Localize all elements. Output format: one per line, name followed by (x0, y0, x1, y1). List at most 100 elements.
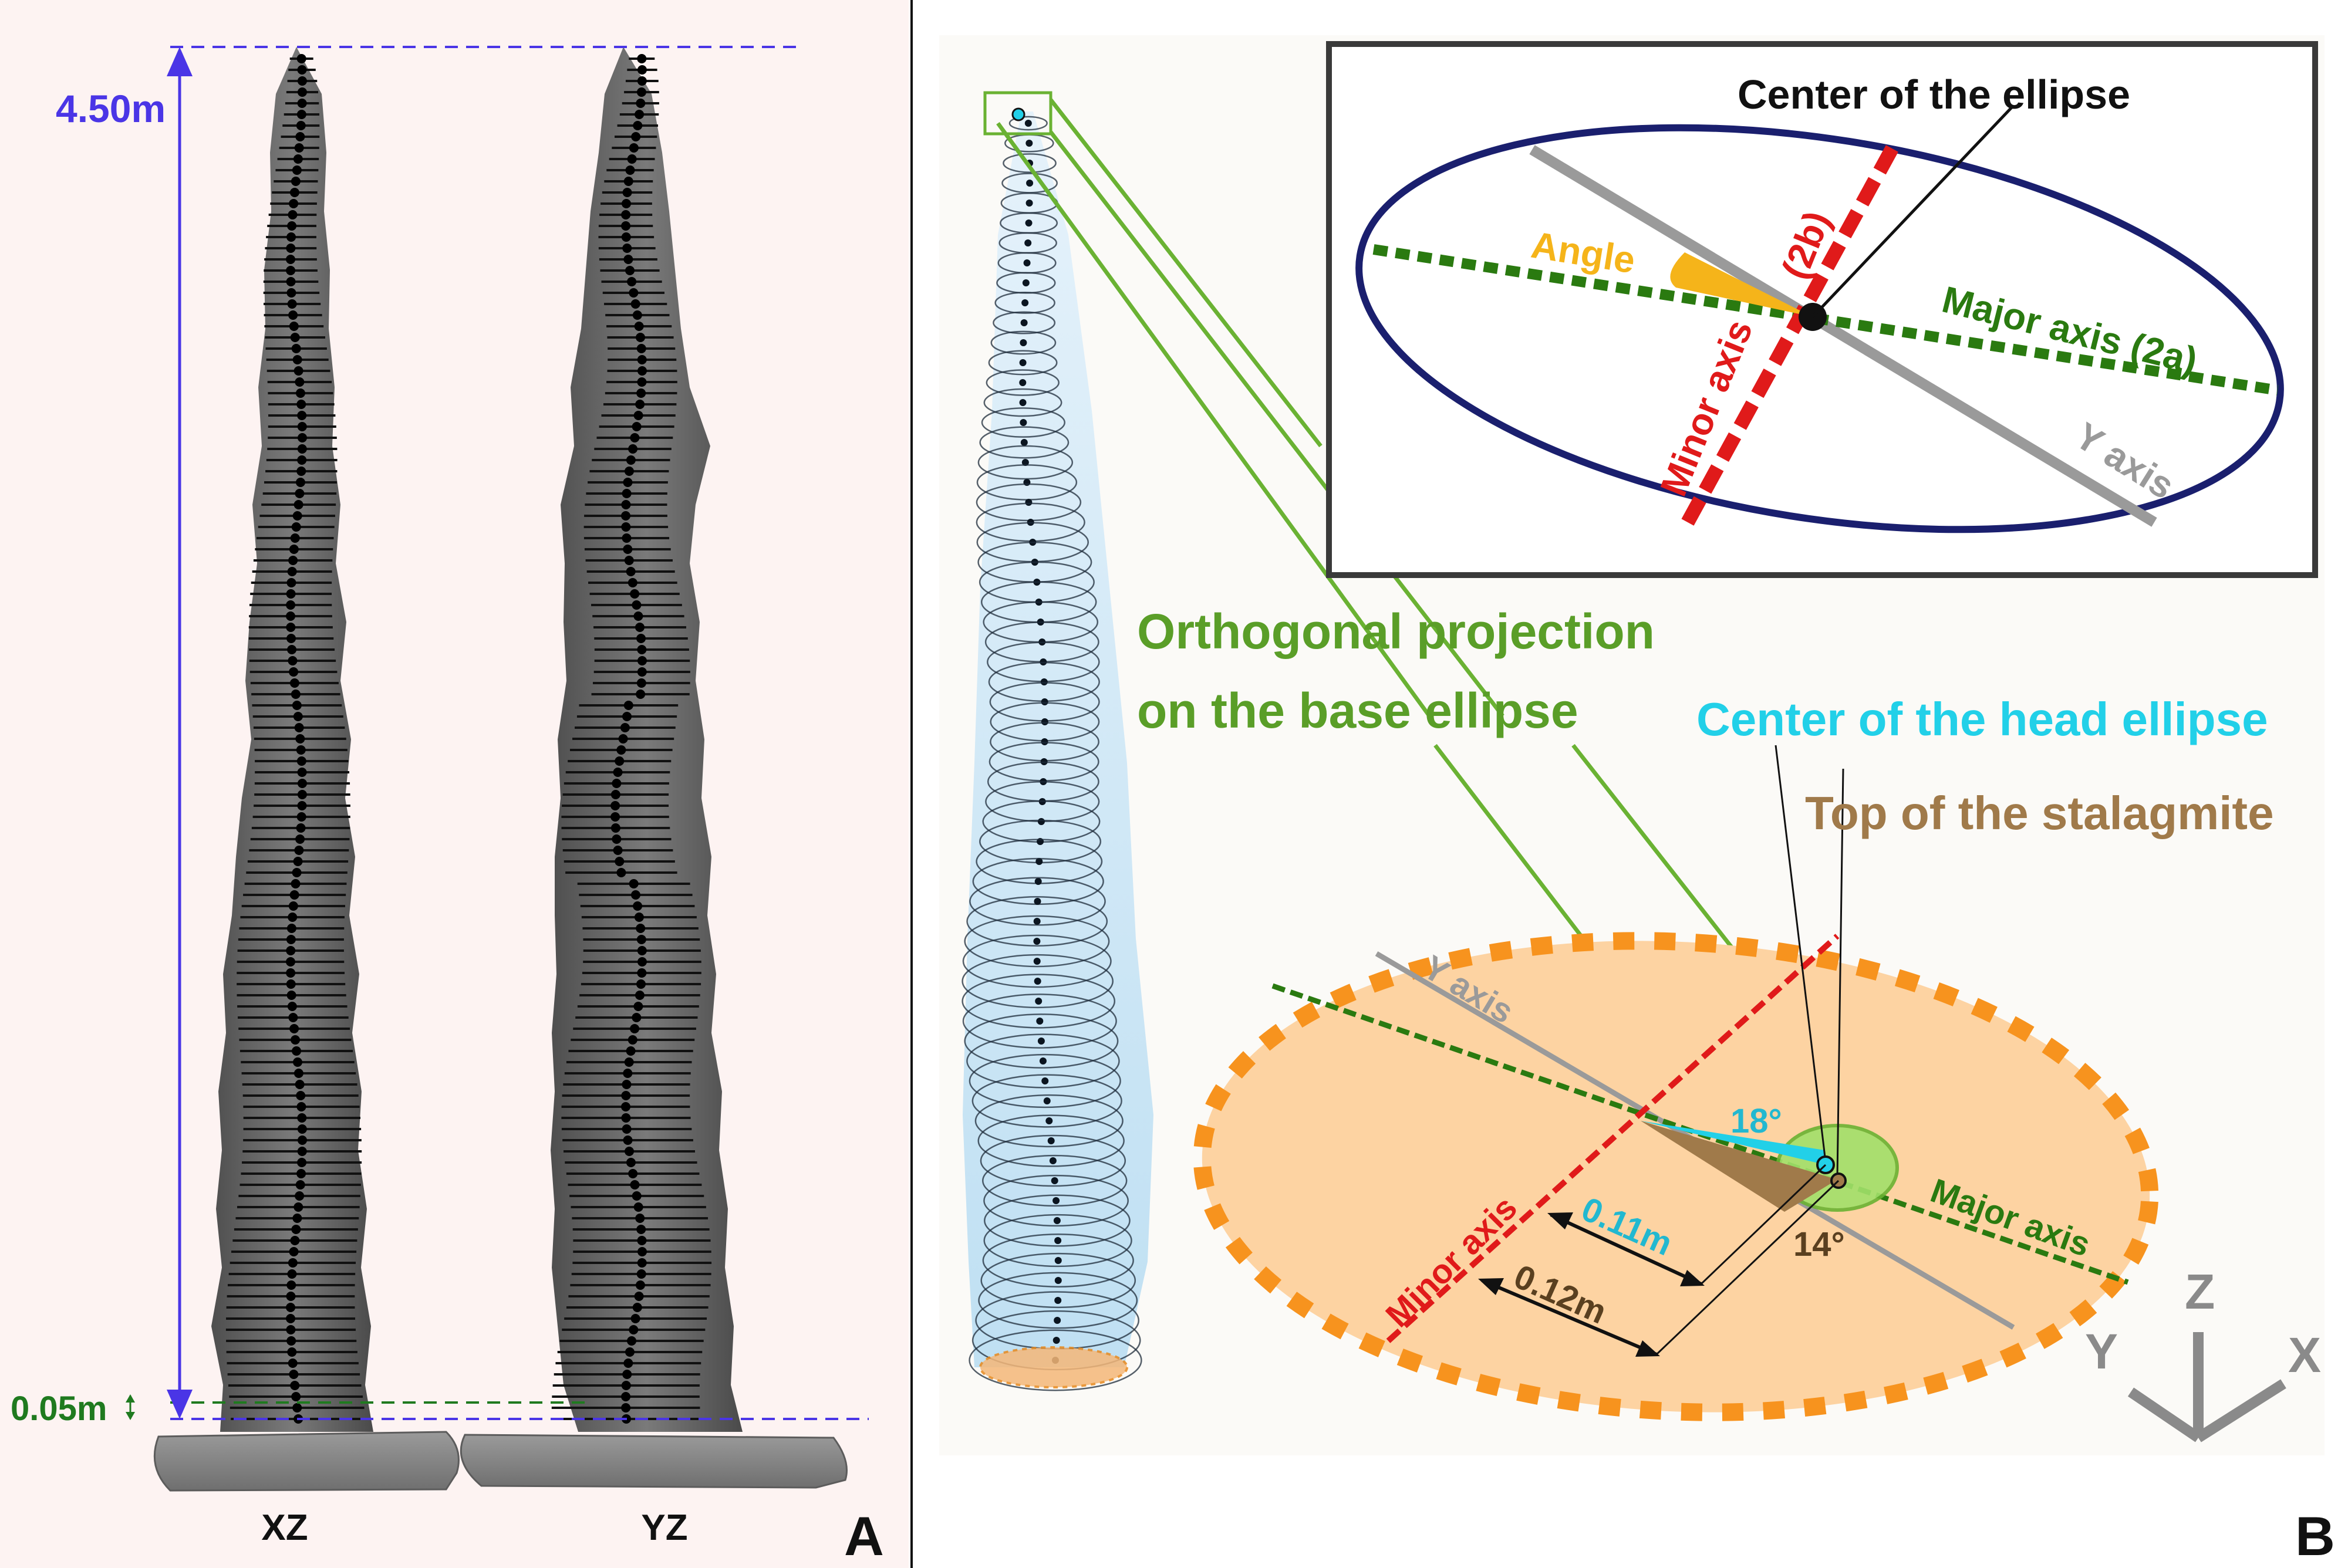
slice-ellipse (983, 1174, 1129, 1227)
slice-ellipse (964, 915, 1110, 968)
angle-14-label: 14° (1793, 1225, 1845, 1263)
slice-ellipse (962, 954, 1114, 1009)
slice-ellipse (978, 1272, 1138, 1329)
centerline-dot (637, 667, 647, 677)
centerline-dot (635, 1280, 645, 1290)
centerline-dot (636, 634, 646, 643)
top-of-stalagmite-label: Top of the stalagmite (1805, 787, 2274, 839)
centerline-dot (291, 1225, 301, 1234)
slice-center-dot (1054, 1237, 1062, 1244)
slice-center-dot (1020, 439, 1028, 446)
centerline-dot (291, 1392, 301, 1401)
centerline-dot (621, 221, 631, 231)
centerline-dot (294, 1202, 303, 1212)
stalagmite-xz-base (153, 1431, 460, 1492)
centerline-dot (610, 801, 620, 810)
centerline-dot (635, 400, 645, 409)
panel-a-background (0, 0, 909, 1568)
slice-center-dot (1054, 1277, 1062, 1284)
centerline-dot (636, 979, 646, 989)
centerline-dot (295, 377, 305, 387)
centerline-dot (623, 1359, 633, 1368)
model-base-ellipse (979, 1346, 1128, 1388)
centerline-dot (289, 545, 299, 554)
centerline-dot (616, 745, 626, 755)
centerline-dot (292, 511, 302, 521)
centerline-dot (634, 1292, 644, 1301)
centerline-dot (290, 1381, 300, 1390)
centerline-dot (298, 433, 307, 442)
centerline-dot (293, 857, 303, 866)
slice-ellipse (982, 1233, 1134, 1288)
centerline-dot (287, 1002, 297, 1011)
centerline-dot (295, 489, 305, 498)
centerline-dot (288, 310, 298, 320)
slice-ellipse (983, 388, 1062, 417)
centerline-dot (288, 901, 298, 911)
slice-ellipse (979, 426, 1070, 459)
centerline-dot (286, 589, 296, 599)
centerline-dot (633, 1202, 643, 1212)
slice-center-dot (1034, 978, 1041, 985)
centerline-dot (296, 110, 306, 119)
slice-center-dot (1039, 1057, 1047, 1065)
centerline-dot (623, 701, 633, 710)
centerline-dot (297, 422, 307, 431)
centerline-dot (622, 712, 632, 721)
centerline-dot (636, 690, 646, 699)
centerline-dot (637, 957, 647, 967)
axis-y-line (2127, 1387, 2202, 1442)
centerline-dot (294, 500, 303, 509)
slice-ellipse (1008, 116, 1048, 131)
dist-012-line (1481, 1279, 1658, 1356)
centerline-dot (292, 165, 302, 175)
panel-a-letter: A (844, 1505, 884, 1567)
centerline-dot (288, 1258, 298, 1268)
slice-center-dot (1036, 1018, 1044, 1025)
guide-inner-right (1049, 130, 1504, 718)
centerline-dot (637, 355, 647, 364)
centerline-dot (289, 1024, 299, 1033)
centerline-dot (291, 344, 301, 353)
centerline-dot (295, 478, 305, 487)
inset-ellipse (1355, 124, 2284, 533)
centerline-dot (290, 333, 300, 342)
centerline-dot (637, 65, 647, 75)
centerline-dot (297, 455, 307, 465)
centerline-dot (286, 244, 296, 253)
centerline-dot (632, 310, 642, 320)
centerline-dot (293, 1057, 303, 1067)
centerline-dot (625, 1347, 635, 1357)
centerline-dot (291, 690, 301, 699)
slice-center-dot (1026, 180, 1034, 187)
centerline-dot (637, 1258, 647, 1268)
dist-012-arrow-left (1478, 1278, 1504, 1295)
centerline-dot (622, 244, 632, 253)
centerline-dot (286, 1280, 296, 1290)
dist-011-arrow-left (1547, 1212, 1573, 1229)
slice-center-dot (1054, 1317, 1061, 1324)
centerline-dot (296, 812, 306, 822)
centerline-dot (286, 277, 296, 286)
slice-ellipse (962, 934, 1112, 988)
centerline-dot (628, 1169, 638, 1178)
centerline-dot (637, 54, 647, 63)
centerline-dot (623, 478, 633, 487)
centerline-dot (286, 935, 296, 944)
centerline-dot (632, 422, 642, 431)
slice-ellipse (984, 1194, 1131, 1247)
axis-x-label: X (2288, 1327, 2321, 1383)
centerline-dot (291, 1035, 301, 1045)
centerline-dot (295, 834, 305, 844)
centerline-dot (292, 1046, 302, 1056)
centerline-dot (295, 132, 305, 141)
centerline-dot (630, 1180, 640, 1189)
slice-center-dot (1052, 1337, 1060, 1344)
slice-ellipse (1003, 153, 1057, 173)
centerline-dot (636, 678, 646, 688)
centerline-dot (295, 1080, 305, 1089)
centerline-dot (296, 400, 306, 409)
slice-center-dot (1053, 1217, 1061, 1224)
slice-ellipse (977, 1114, 1125, 1167)
centerline-dot (630, 299, 640, 309)
